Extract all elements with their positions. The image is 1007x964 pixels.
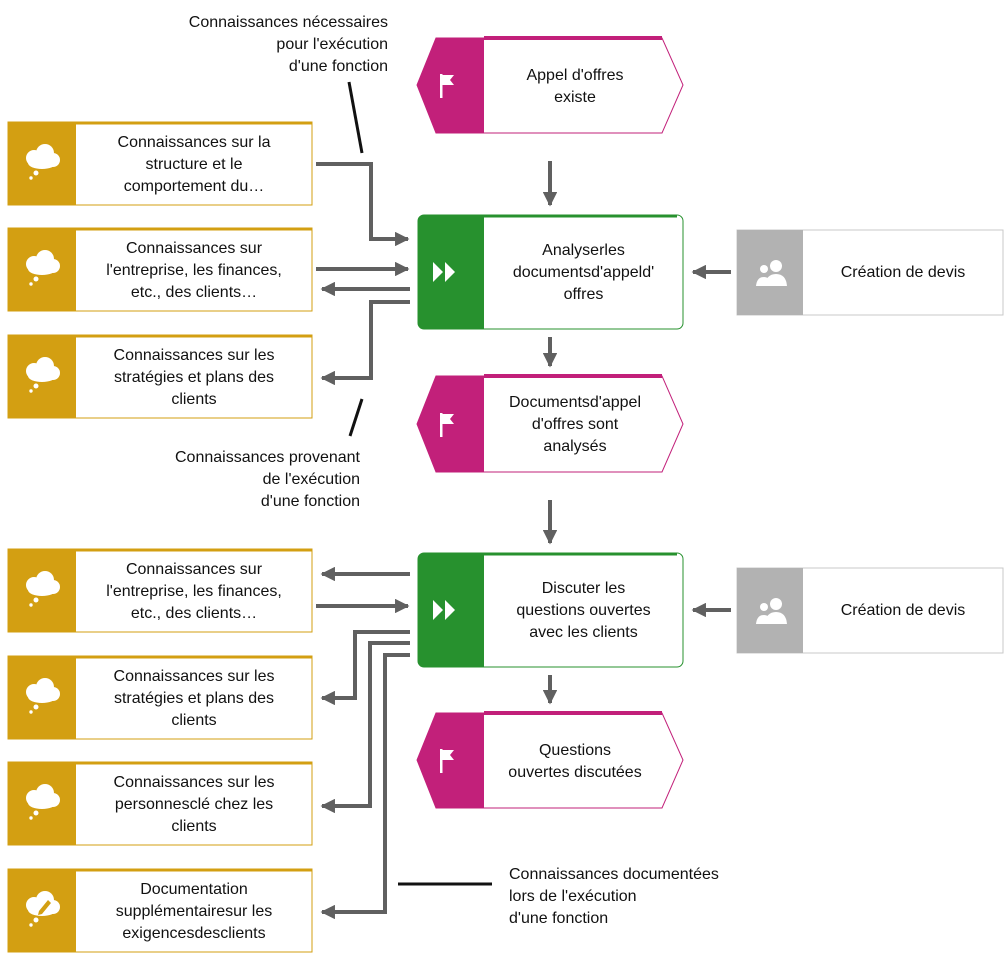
annotation-documented-knowledge: Connaissances documentées lors de l'exéc… xyxy=(509,866,719,927)
output-arrow xyxy=(320,641,410,814)
input-arrow xyxy=(316,162,410,247)
knowledge-node-7[interactable] xyxy=(7,868,313,953)
function-node-1[interactable] xyxy=(417,214,684,330)
cloud-icon xyxy=(26,784,60,820)
knowledge-label: Connaissances sur les stratégies et plan… xyxy=(113,667,275,729)
role-node-2[interactable] xyxy=(736,567,1004,654)
event-label: Appel d'offres existe xyxy=(526,66,624,106)
event-label: Documentsd'appel d'offres sont analysés xyxy=(508,394,642,455)
knowledge-node-5[interactable] xyxy=(7,655,313,740)
function-node-2[interactable] xyxy=(417,552,684,668)
output-arrow xyxy=(320,630,410,706)
event-node-3[interactable] xyxy=(416,711,684,809)
knowledge-node-1[interactable] xyxy=(7,121,313,206)
knowledge-label: Connaissances sur l'entreprise, les fina… xyxy=(106,560,282,622)
flag-icon xyxy=(440,749,454,773)
annotation-lines xyxy=(347,81,492,886)
event-label: Questions ouvertes discutées xyxy=(508,741,642,781)
annotation-required-knowledge: Connaissances nécessaires pour l'exécuti… xyxy=(188,14,388,75)
flag-icon xyxy=(440,74,454,98)
cloud-pen-icon xyxy=(26,891,60,927)
cloud-icon xyxy=(26,571,60,607)
function-label: Analyserles documentsd'appeld' offres xyxy=(512,242,655,303)
knowledge-node-3[interactable] xyxy=(7,334,313,419)
fast-forward-icon xyxy=(433,600,455,620)
people-icon xyxy=(756,260,787,286)
cloud-icon xyxy=(26,357,60,393)
function-label: Discuter les questions ouvertes avec les… xyxy=(516,580,651,641)
knowledge-label: Connaissances sur la structure et le com… xyxy=(117,133,271,195)
knowledge-label: Connaissances sur les stratégies et plan… xyxy=(113,346,275,408)
cloud-icon xyxy=(26,678,60,714)
flag-icon xyxy=(440,413,454,437)
people-icon xyxy=(756,598,787,624)
event-node-2[interactable] xyxy=(416,374,684,473)
cloud-icon xyxy=(26,250,60,286)
role-node-1[interactable] xyxy=(736,229,1004,316)
knowledge-label: Documentation supplémentairesur les exig… xyxy=(115,880,273,942)
role-label: Création de devis xyxy=(840,601,966,619)
knowledge-node-6[interactable] xyxy=(7,761,313,846)
knowledge-label: Connaissances sur l'entreprise, les fina… xyxy=(106,239,282,301)
fast-forward-icon xyxy=(433,262,455,282)
annotation-produced-knowledge: Connaissances provenant de l'exécution d… xyxy=(174,449,360,510)
cloud-icon xyxy=(26,144,60,180)
output-arrow xyxy=(320,300,410,386)
knowledge-node-4[interactable] xyxy=(7,548,313,633)
knowledge-node-2[interactable] xyxy=(7,227,313,312)
knowledge-label: Connaissances sur les personnesclé chez … xyxy=(113,773,275,835)
event-node-1[interactable] xyxy=(416,36,684,134)
role-label: Création de devis xyxy=(840,263,966,281)
output-arrow xyxy=(320,653,410,920)
connectors xyxy=(316,161,731,920)
